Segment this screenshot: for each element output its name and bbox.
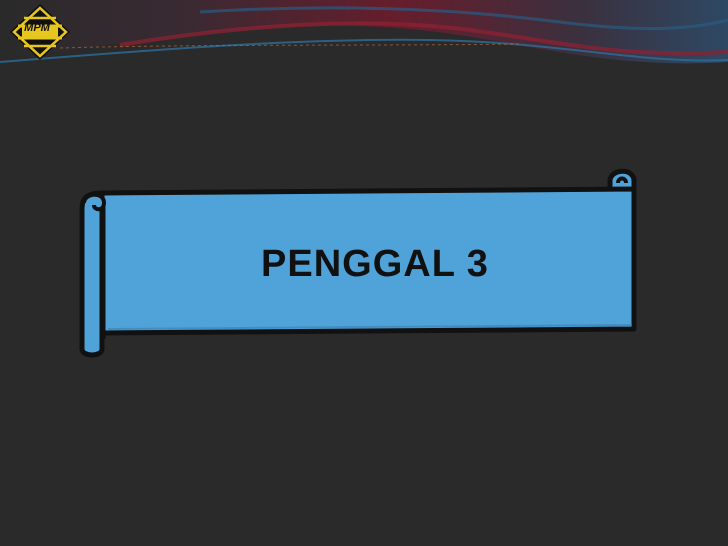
scroll-banner: [79, 168, 637, 358]
mpm-logo: [10, 4, 70, 60]
header-band: [0, 0, 728, 64]
logo-text: MPM: [24, 22, 50, 34]
slide-title: PENGGAL 3: [261, 243, 489, 285]
